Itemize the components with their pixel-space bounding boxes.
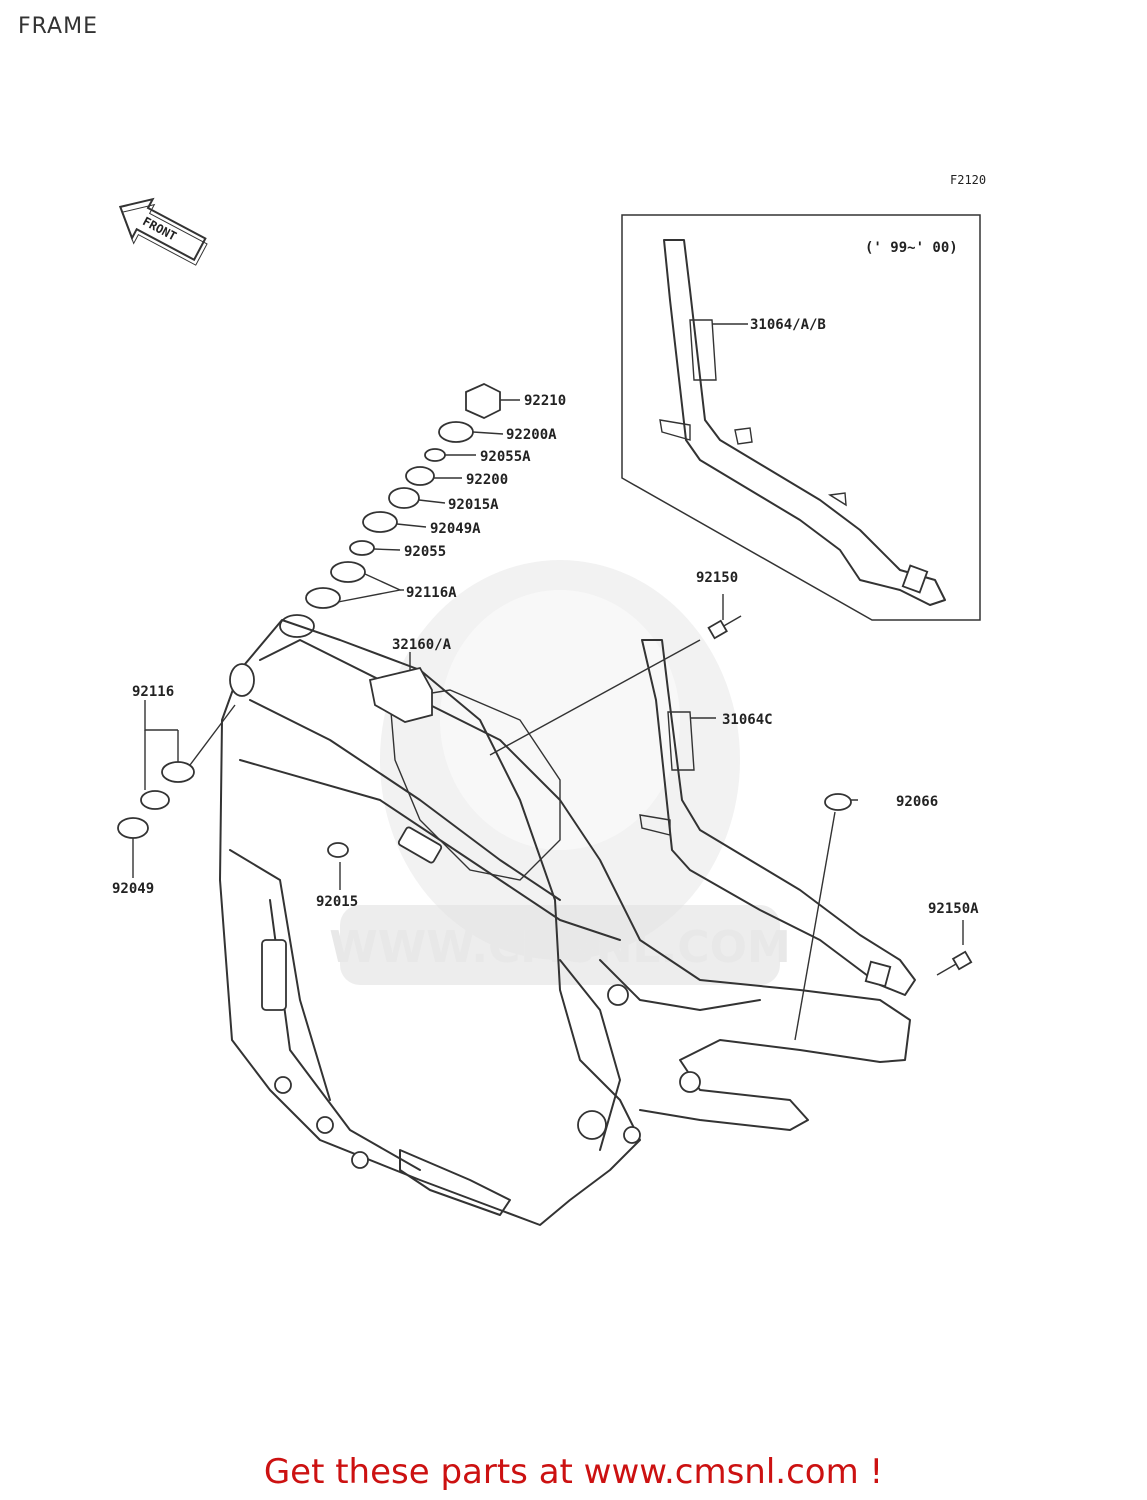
footer-link[interactable]: Get these parts at www.cmsnl.com !: [263, 1452, 884, 1492]
label-92150: 92150: [696, 570, 738, 586]
part-92049A-seal: [362, 511, 398, 533]
part-92049-seal: [117, 817, 149, 839]
label-92055A: 92055A: [480, 449, 531, 465]
inset-box: (' 99~' 00): [621, 214, 981, 621]
part-92015A-nut: [388, 487, 420, 509]
label-32160A: 32160/A: [392, 637, 452, 653]
page-title: FRAME: [18, 14, 98, 39]
part-92116A-bearing-upper: [330, 561, 366, 583]
part-92066-cap: [824, 793, 852, 811]
part-92055-oring: [349, 540, 375, 556]
part-92200-lockwasher: [405, 466, 435, 486]
front-arrow-icon: FRONT: [118, 197, 208, 266]
label-92049A: 92049A: [430, 521, 481, 537]
label-92210: 92210: [524, 393, 566, 409]
label-92015: 92015: [316, 894, 358, 910]
part-92015-nut: [327, 842, 349, 858]
part-92116A-bearing-lower: [305, 587, 341, 609]
label-92066: 92066: [896, 794, 938, 810]
label-31064AB: 31064/A/B: [750, 317, 826, 333]
label-92049: 92049: [112, 881, 154, 897]
part-92055A-oring: [424, 448, 446, 462]
main-frame: [219, 619, 911, 1226]
watermark-text: WWW.CMSNL.COM: [329, 922, 791, 973]
bolt-92150A: [936, 950, 973, 976]
label-92055: 92055: [404, 544, 446, 560]
label-92116: 92116: [132, 684, 174, 700]
label-31064C: 31064C: [722, 712, 773, 728]
label-92116A: 92116A: [406, 585, 457, 601]
label-92200: 92200: [466, 472, 508, 488]
label-92150A: 92150A: [928, 901, 979, 917]
part-92116-bearing-b: [140, 790, 170, 810]
inset-note: (' 99~' 00): [865, 240, 958, 256]
bolt-92150: [707, 615, 742, 640]
part-labels: 92210 92200A 92055A 92200 92015A 92049A …: [112, 317, 979, 917]
part-92116-bearing-a: [161, 761, 195, 783]
part-92210-nut: [465, 383, 501, 419]
subframe-31064c: [639, 639, 916, 996]
steering-stack: [279, 383, 501, 638]
part-92200A-washer: [438, 421, 474, 443]
label-92200A: 92200A: [506, 427, 557, 443]
figure-code: F2120: [950, 173, 986, 187]
label-92015A: 92015A: [448, 497, 499, 513]
